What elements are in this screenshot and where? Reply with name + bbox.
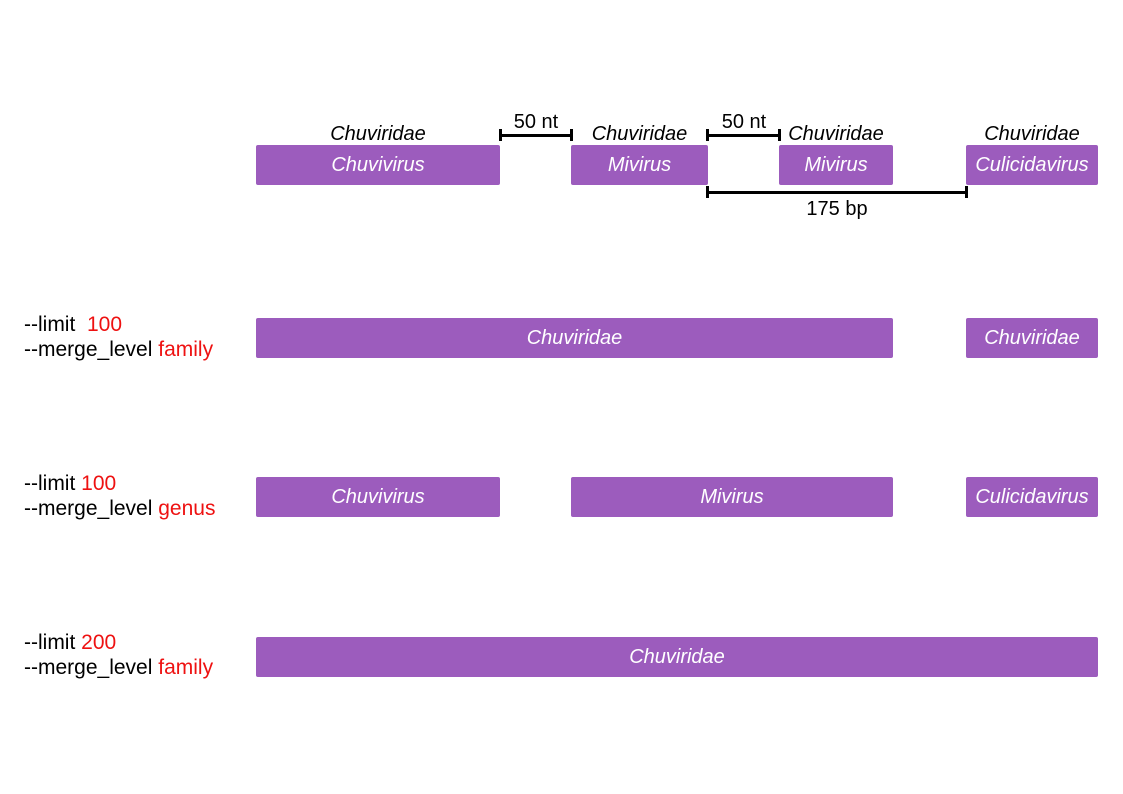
- hit-bar-mivirus-2: Mivirus: [779, 145, 893, 185]
- span-bracket: [706, 182, 968, 202]
- hit-bar-mivirus-1: Mivirus: [571, 145, 708, 185]
- gap-label-2: 50 nt: [721, 110, 767, 133]
- limit-flag: --limit: [24, 313, 76, 336]
- merge-level-line: --merge_level family: [24, 337, 213, 362]
- family-label-2: Chuviridae: [591, 122, 688, 145]
- limit-line: --limit 100: [24, 312, 213, 337]
- scenario-1-params: --limit 100 --merge_level family: [24, 312, 213, 362]
- limit-value: 100: [86, 313, 123, 336]
- limit-line: --limit 100: [24, 471, 215, 496]
- scenario-2-params: --limit 100 --merge_level genus: [24, 471, 215, 521]
- merged-bar: Chuvivirus: [256, 477, 500, 517]
- merged-bar: Culicidavirus: [966, 477, 1098, 517]
- merged-bar: Chuviridae: [256, 637, 1098, 677]
- gap-label-1: 50 nt: [513, 110, 559, 133]
- limit-value: 100: [81, 472, 117, 495]
- merge-level-line: --merge_level genus: [24, 496, 215, 521]
- merge-level-line: --merge_level family: [24, 655, 213, 680]
- family-label-3: Chuviridae: [788, 122, 884, 145]
- scenario-3-params: --limit 200 --merge_level family: [24, 630, 213, 680]
- merged-bar: Chuviridae: [966, 318, 1098, 358]
- merged-bar: Mivirus: [571, 477, 893, 517]
- family-label-1: Chuviridae: [330, 122, 426, 145]
- limit-flag: --limit: [24, 472, 76, 495]
- merge-level-value: family: [158, 656, 214, 679]
- hit-bar-chuvivirus: Chuvivirus: [256, 145, 500, 185]
- gap-bracket-1: [499, 125, 573, 145]
- merge-level-value: genus: [158, 497, 216, 520]
- family-label-4: Chuviridae: [984, 122, 1080, 145]
- merge-level-flag: --merge_level: [24, 338, 153, 361]
- limit-line: --limit 200: [24, 630, 213, 655]
- hit-bar-culicidavirus: Culicidavirus: [966, 145, 1098, 185]
- limit-value: 200: [81, 631, 117, 654]
- merged-bar: Chuviridae: [256, 318, 893, 358]
- merge-level-value: family: [158, 338, 214, 361]
- merge-level-flag: --merge_level: [24, 497, 153, 520]
- limit-flag: --limit: [24, 631, 76, 654]
- gap-bracket-2: [706, 125, 781, 145]
- span-label: 175 bp: [806, 197, 868, 220]
- merge-level-flag: --merge_level: [24, 656, 153, 679]
